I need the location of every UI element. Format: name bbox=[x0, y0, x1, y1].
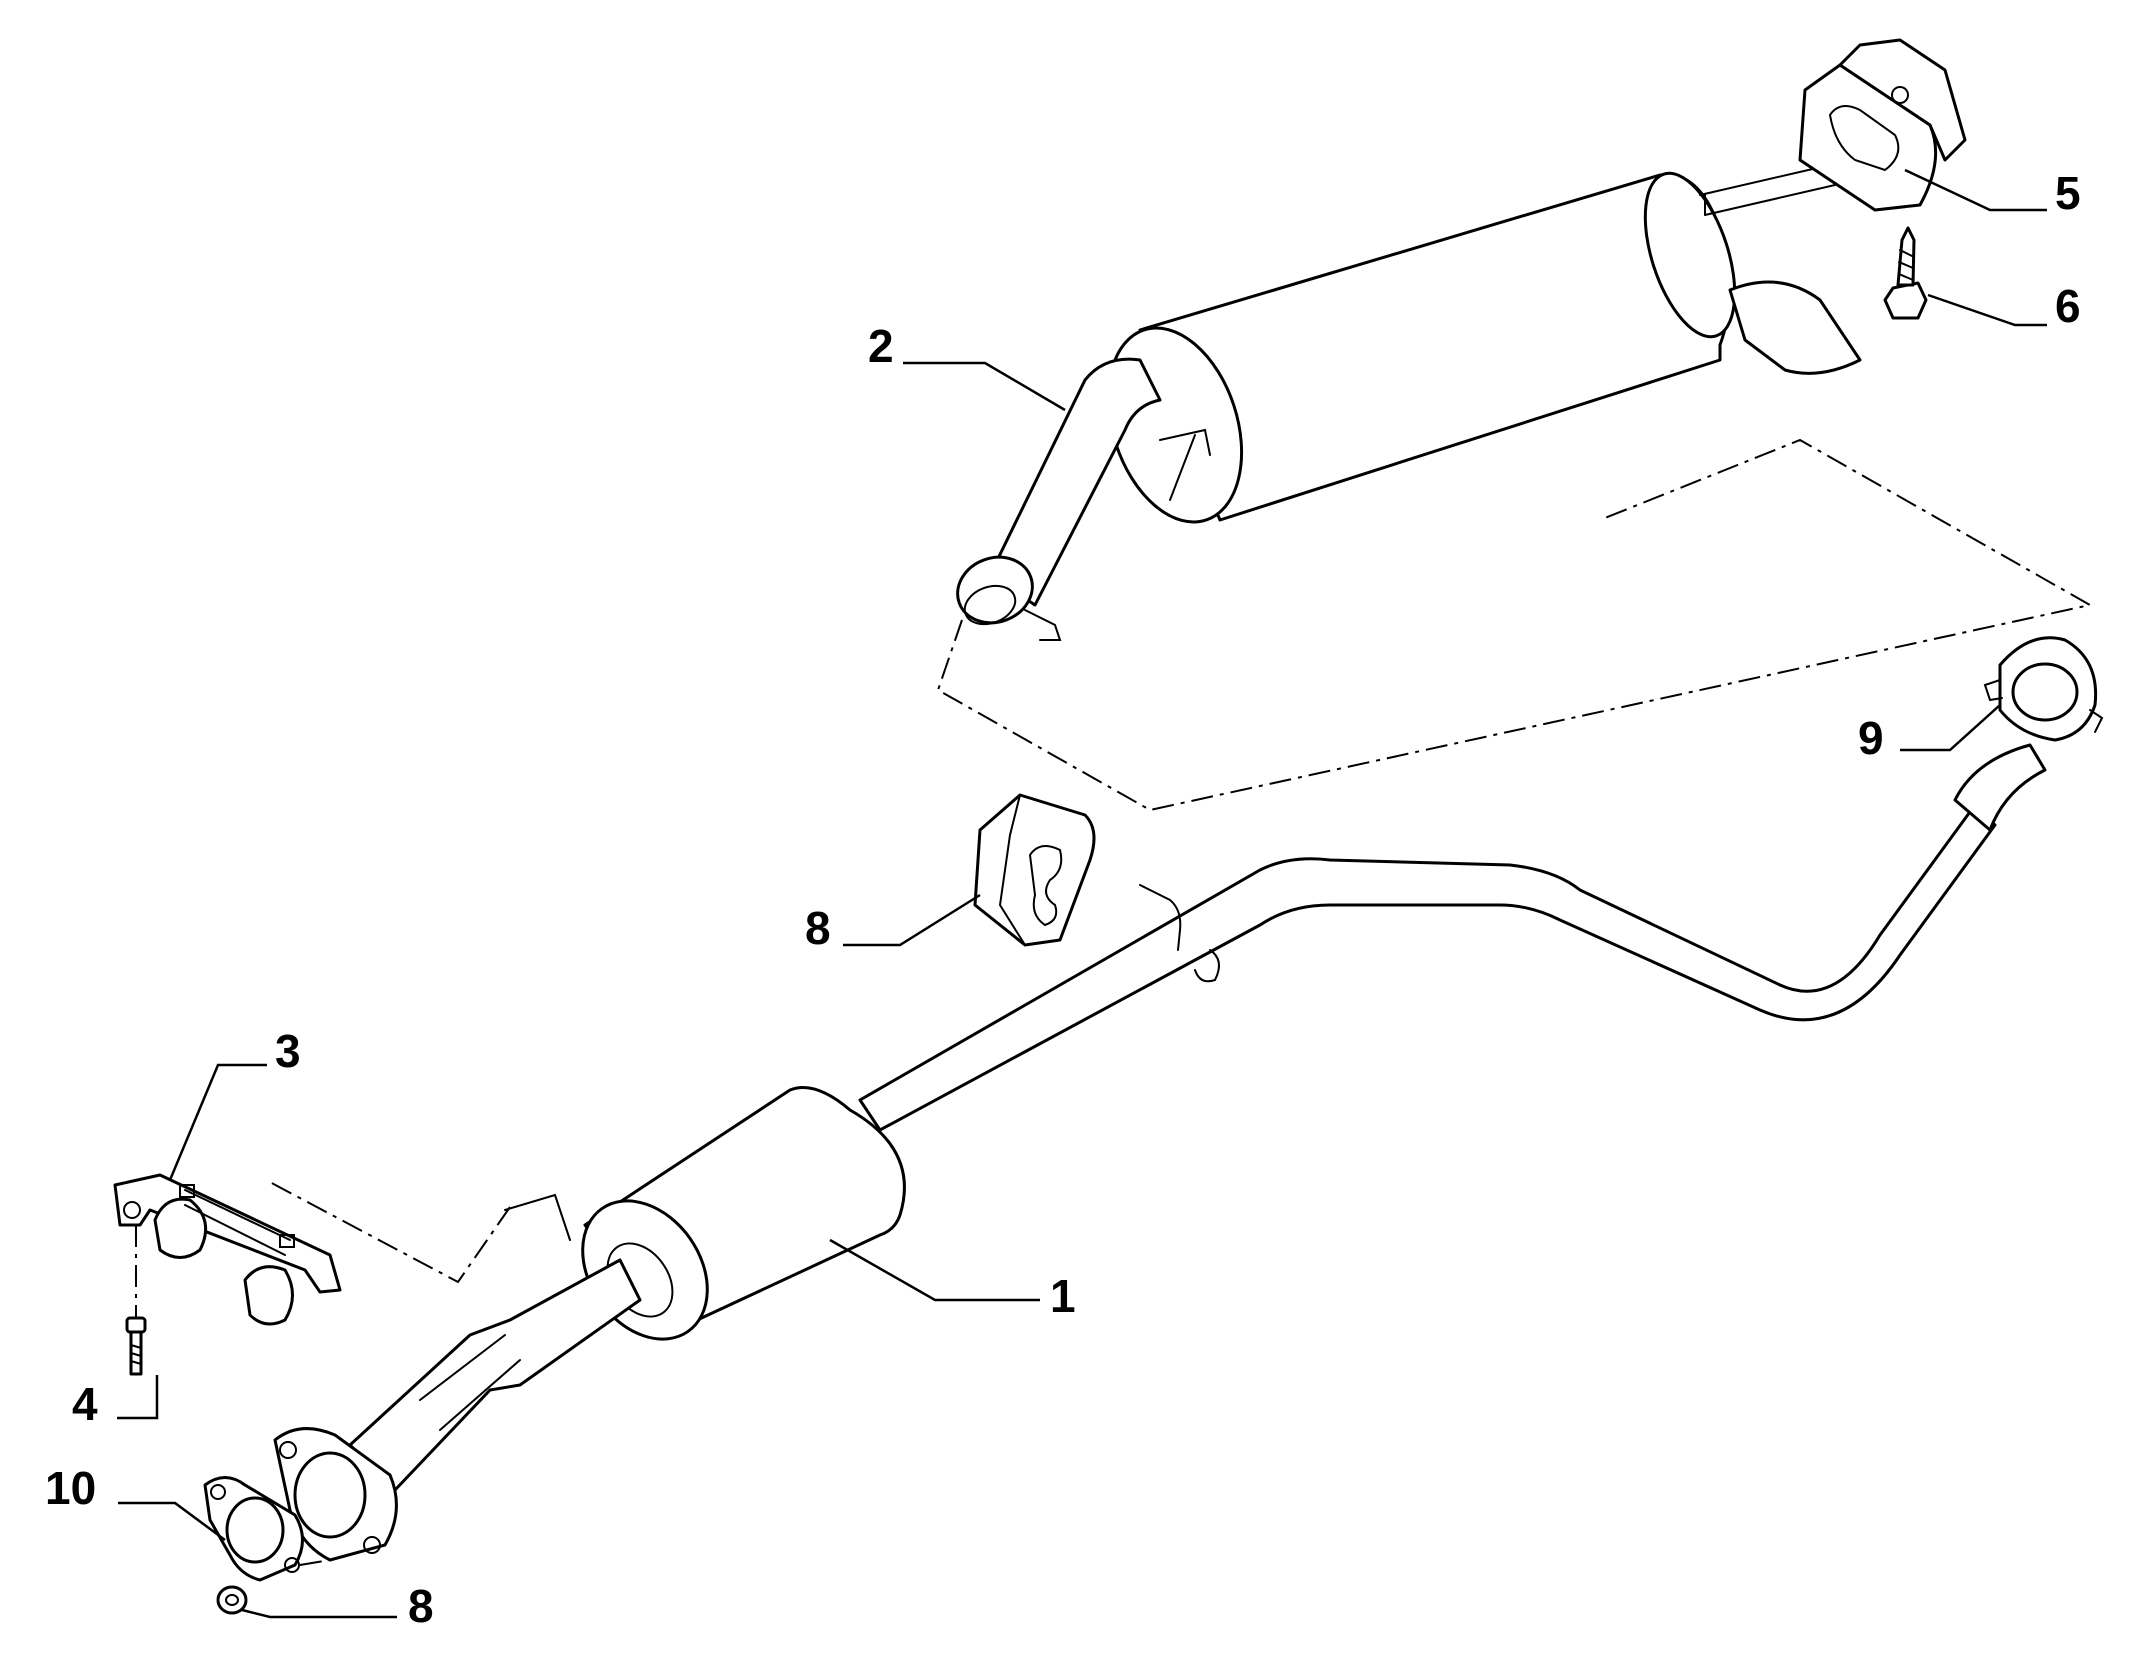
stud-thread-body bbox=[1896, 226, 1916, 287]
tail-spout bbox=[1728, 280, 1862, 375]
bracket-plate bbox=[113, 1173, 342, 1294]
leader-9 bbox=[1900, 704, 2001, 752]
hanger-cutout bbox=[1028, 845, 1063, 927]
callout-1: 1 bbox=[1050, 1270, 1076, 1322]
part-3-bracket[interactable] bbox=[113, 1173, 342, 1326]
part-8-rubber-hanger[interactable] bbox=[973, 793, 1096, 947]
muffler-hanger-rods bbox=[1699, 164, 1836, 216]
reference-line-muffler bbox=[936, 438, 2093, 812]
gasket-bolt-hole-2 bbox=[284, 1557, 300, 1573]
bracket-tab-1 bbox=[179, 1184, 195, 1198]
part-4-bolt[interactable] bbox=[125, 1225, 147, 1376]
callout-2: 2 bbox=[868, 320, 894, 372]
bracket-mount-right bbox=[243, 1265, 294, 1326]
bracket-tab-2 bbox=[279, 1234, 295, 1248]
bracket-mount-left bbox=[153, 1197, 208, 1259]
part-1-front-pipe-assembly[interactable] bbox=[273, 743, 2047, 1562]
callout-5: 5 bbox=[2055, 167, 2081, 219]
leader-1 bbox=[829, 1238, 1040, 1302]
leader-5 bbox=[1904, 168, 2047, 212]
mount-block-slot bbox=[1828, 105, 1900, 172]
leader-6 bbox=[1927, 293, 2047, 327]
tail-pipe bbox=[858, 803, 1997, 1132]
mount-block-hole bbox=[1891, 86, 1909, 104]
muffler-clamp-inner bbox=[963, 584, 1017, 626]
hanger-body bbox=[973, 793, 1096, 947]
front-inlet-pipe bbox=[348, 1258, 642, 1492]
part-5-rubber-mount[interactable] bbox=[1798, 38, 1967, 212]
reference-line-bracket bbox=[265, 1179, 511, 1284]
gasket-bolt-hole-1 bbox=[210, 1484, 226, 1500]
part-6-stud[interactable] bbox=[1883, 226, 1928, 320]
bracket-rail bbox=[184, 1189, 291, 1256]
pipe-hanger-stud bbox=[1194, 949, 1220, 983]
muffler-cap-bracket bbox=[1159, 428, 1211, 501]
part-10-gasket[interactable] bbox=[203, 1476, 331, 1582]
tail-pipe-end bbox=[1953, 743, 2047, 832]
ring-tab-left bbox=[1983, 679, 2003, 702]
callout-6: 6 bbox=[2055, 280, 2081, 332]
leader-2 bbox=[903, 361, 1066, 412]
muffler-clamp-bolt bbox=[1024, 609, 1062, 641]
stud-hex bbox=[1883, 281, 1928, 320]
front-flange-bolt-hole-1 bbox=[279, 1441, 297, 1459]
callout-8-upper: 8 bbox=[805, 902, 831, 954]
ring-tab-right bbox=[2089, 709, 2104, 733]
pipe-hanger-tab bbox=[504, 1193, 571, 1241]
part-9-pipe-ring[interactable] bbox=[1983, 636, 2104, 742]
mount-block-bracket bbox=[1838, 38, 1967, 162]
front-flange-bolt-hole-2 bbox=[363, 1536, 381, 1554]
callout-9: 9 bbox=[1858, 712, 1884, 764]
nut-hole bbox=[225, 1594, 239, 1606]
leader-3 bbox=[168, 1063, 267, 1181]
gasket-opening bbox=[225, 1496, 285, 1564]
pipe-hanger-hook bbox=[1139, 884, 1182, 951]
bracket-bolt-hole bbox=[123, 1201, 141, 1219]
ring-opening bbox=[2011, 662, 2079, 722]
nut-body bbox=[216, 1585, 248, 1615]
callout-10: 10 bbox=[45, 1462, 96, 1514]
bolt-thread bbox=[130, 1344, 142, 1365]
part-8-nut[interactable] bbox=[216, 1585, 248, 1615]
callout-3: 3 bbox=[275, 1025, 301, 1077]
callout-8-lower: 8 bbox=[408, 1580, 434, 1632]
leader-4 bbox=[117, 1375, 159, 1420]
leader-8b bbox=[241, 1608, 397, 1619]
bolt-head bbox=[125, 1316, 147, 1334]
gasket-axis bbox=[299, 1559, 331, 1566]
muffler-inlet-pipe bbox=[988, 357, 1162, 607]
part-2-rear-muffler[interactable] bbox=[948, 162, 1862, 641]
stud-thread bbox=[1898, 249, 1914, 281]
hanger-side bbox=[998, 794, 1026, 946]
callout-4: 4 bbox=[72, 1378, 98, 1430]
front-flange-opening bbox=[293, 1451, 367, 1539]
leader-8a bbox=[843, 893, 981, 947]
leader-10 bbox=[118, 1501, 226, 1542]
catalyst-section bbox=[419, 1334, 521, 1431]
